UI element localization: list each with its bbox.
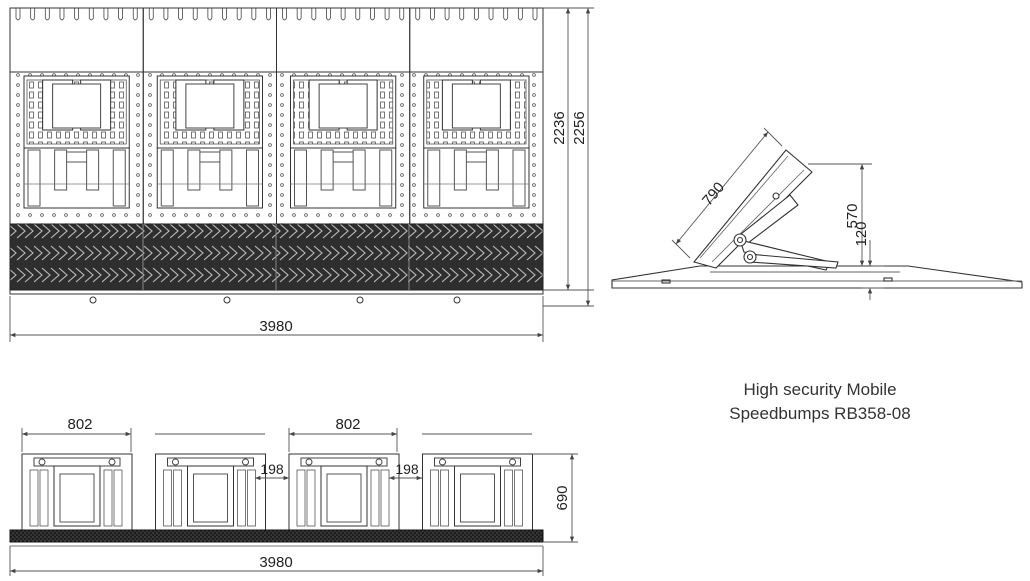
top-height-inner-label: 2236 <box>551 111 568 144</box>
top-module <box>142 7 277 225</box>
anchor-hole <box>356 296 364 304</box>
base-slot <box>661 279 671 284</box>
plate-length-label: 790 <box>699 179 728 209</box>
anchor-hole <box>223 296 231 304</box>
front-width-label: 3980 <box>259 554 292 571</box>
front-module <box>155 453 266 531</box>
module-width-label-2: 802 <box>335 416 360 433</box>
gap-label-1: 198 <box>260 461 284 477</box>
base-slot <box>883 277 893 282</box>
front-view <box>9 428 578 576</box>
top-width-label: 3980 <box>259 318 292 335</box>
pivot-pin <box>733 233 747 247</box>
front-base-strip <box>9 529 544 543</box>
top-height-dimensions <box>543 7 594 307</box>
front-module <box>288 453 400 531</box>
raised-height-label: 570 <box>844 203 861 228</box>
base-height-label: 120 <box>853 221 870 246</box>
side-dimensions <box>671 127 884 300</box>
module-width-dimensions <box>21 428 532 481</box>
base-ramp <box>611 265 1023 289</box>
anchor-hole <box>453 296 461 304</box>
front-height-dimension <box>532 453 578 543</box>
front-module <box>422 453 533 531</box>
caption: High security Mobile Speedbumps RB358-08 <box>690 378 950 426</box>
top-width-dimension <box>9 296 544 342</box>
side-view <box>611 127 1023 300</box>
front-width-dimension <box>9 546 544 576</box>
top-height-outer-label: 2256 <box>571 111 588 144</box>
module-width-label-1: 802 <box>67 416 92 433</box>
caption-line-2: Speedbumps RB358-08 <box>729 404 911 423</box>
caption-line-1: High security Mobile <box>743 380 897 399</box>
top-view <box>9 7 594 342</box>
top-module <box>276 7 411 225</box>
pivot-pin <box>772 192 780 200</box>
top-module <box>9 7 144 225</box>
gap-label-2: 198 <box>395 461 419 477</box>
front-height-label: 690 <box>554 485 571 510</box>
top-module <box>409 7 544 225</box>
pivot-pin <box>743 250 757 264</box>
anchor-hole <box>89 296 97 304</box>
front-module <box>21 453 133 531</box>
